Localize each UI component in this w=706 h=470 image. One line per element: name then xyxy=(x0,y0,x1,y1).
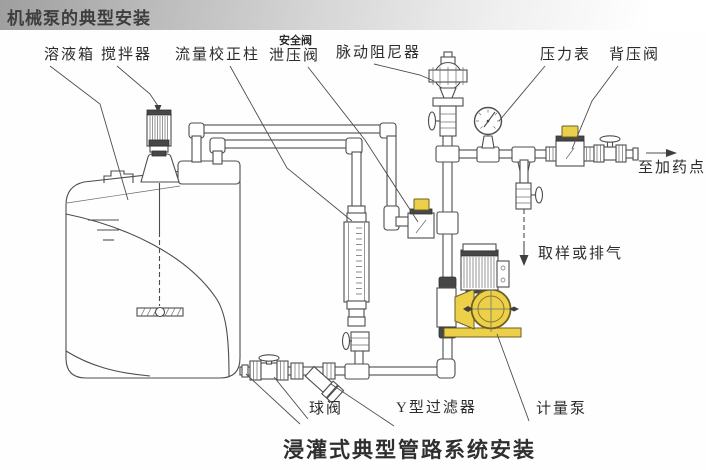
safety-valve-label: 安全阀 xyxy=(279,35,312,47)
agitator-motor xyxy=(146,109,172,147)
back-pressure-valve-label: 背压阀 xyxy=(609,47,661,63)
pump-base xyxy=(443,327,522,338)
pipe-unions xyxy=(290,362,336,380)
agitator xyxy=(136,109,184,318)
solution-tank-label: 溶液箱 xyxy=(44,47,96,63)
damper-isolation-valve xyxy=(427,105,457,137)
propeller-hub xyxy=(154,306,166,318)
column-return-line xyxy=(217,139,353,149)
sampling-arrow xyxy=(519,209,529,266)
relief-valve-label: 泄压阀 xyxy=(269,48,321,64)
liquid-level-mark xyxy=(88,219,119,241)
return-line-upper xyxy=(195,124,389,134)
agitator-label: 搅拌器 xyxy=(101,47,153,63)
leader-lines xyxy=(49,63,619,427)
outlet-valve xyxy=(593,135,627,163)
outlet-valve-handwheel xyxy=(599,135,621,143)
tank-top-flange-plate xyxy=(177,160,241,185)
y-strainer-label: Y型过滤器 xyxy=(396,400,477,416)
flow-column-label: 流量校正柱 xyxy=(175,47,261,63)
ball-valve-label: 球阀 xyxy=(309,401,344,417)
pressure-gauge xyxy=(473,106,503,149)
solution-tank xyxy=(65,160,241,379)
metering-pump-label: 计量泵 xyxy=(536,401,588,417)
relief-tee xyxy=(436,211,459,235)
pump-motor xyxy=(460,243,510,291)
pulsation-damper xyxy=(427,51,468,137)
flow-calibration-column xyxy=(341,205,370,380)
page-title: 机械泵的典型安装 xyxy=(7,9,151,28)
ball-valve-handwheel xyxy=(258,354,280,362)
sampling-valve xyxy=(515,159,544,210)
ball-valve xyxy=(249,354,289,381)
gauge-tee xyxy=(476,146,500,163)
dosing-arrow xyxy=(646,149,677,157)
back-pressure-valve xyxy=(545,125,595,167)
title-band: 机械泵的典型安装 xyxy=(0,0,706,30)
sampling-label: 取样或排气 xyxy=(538,246,624,262)
pulsation-damper-label: 脉动阻尼器 xyxy=(336,45,422,61)
pressure-gauge-label: 压力表 xyxy=(540,47,592,63)
dosing-point-label: 至加药点 xyxy=(638,160,706,176)
main-tee xyxy=(435,145,460,163)
agitator-pedestal xyxy=(140,153,180,183)
metering-pump xyxy=(436,243,522,339)
diagram-caption: 浸灌式典型管路系统安装 xyxy=(283,438,536,462)
column-isolation-valve xyxy=(341,331,370,352)
relief-valve xyxy=(407,198,435,239)
